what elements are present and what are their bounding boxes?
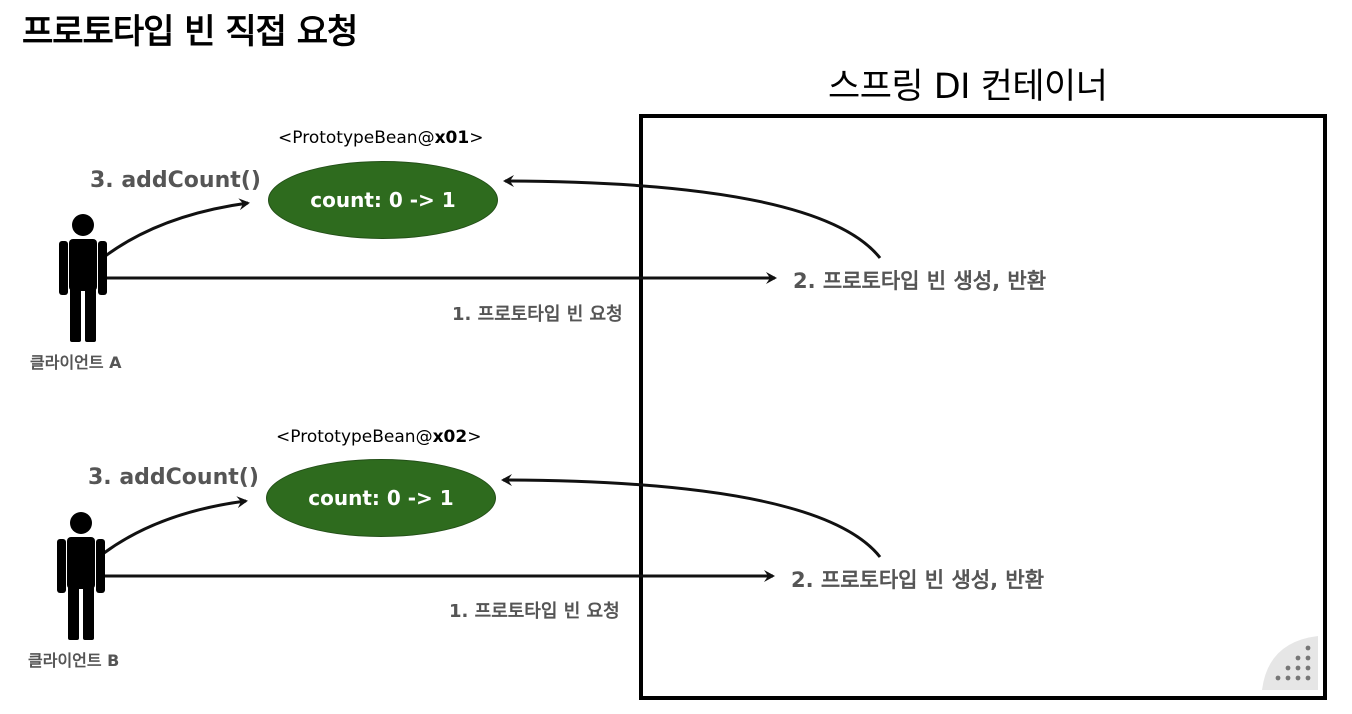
bean-label-b: <PrototypeBean@x02> — [276, 427, 482, 447]
bean-count-a: count: 0 -> 1 — [310, 188, 456, 212]
prototype-bean-b: count: 0 -> 1 — [266, 459, 496, 537]
person-icon — [57, 512, 105, 640]
add-count-label-b: 3. addCount() — [88, 465, 259, 490]
addcount-arrow-b — [103, 496, 248, 555]
return-arrow-b — [501, 474, 882, 558]
resize-grip-icon[interactable] — [1262, 636, 1318, 690]
client-label-b: 클라이언트 B — [28, 651, 120, 670]
bean-count-b: count: 0 -> 1 — [308, 486, 454, 510]
create-label-a: 2. 프로토타입 빈 생성, 반환 — [793, 269, 1047, 293]
page-title: 프로토타입 빈 직접 요청 — [22, 12, 358, 52]
person-icon — [59, 214, 107, 342]
request-label-a: 1. 프로토타입 빈 요청 — [452, 304, 623, 325]
prototype-bean-a: count: 0 -> 1 — [268, 161, 498, 239]
bean-label-a: <PrototypeBean@x01> — [278, 128, 484, 148]
add-count-label-a: 3. addCount() — [90, 168, 261, 193]
create-label-b: 2. 프로토타입 빈 생성, 반환 — [791, 568, 1045, 592]
return-arrow-a — [503, 175, 882, 259]
container-title: 스프링 DI 컨테이너 — [828, 67, 1108, 107]
spring-di-container-box — [639, 114, 1327, 700]
addcount-arrow-a — [103, 198, 250, 259]
client-label-a: 클라이언트 A — [30, 353, 122, 372]
request-label-b: 1. 프로토타입 빈 요청 — [449, 601, 620, 622]
